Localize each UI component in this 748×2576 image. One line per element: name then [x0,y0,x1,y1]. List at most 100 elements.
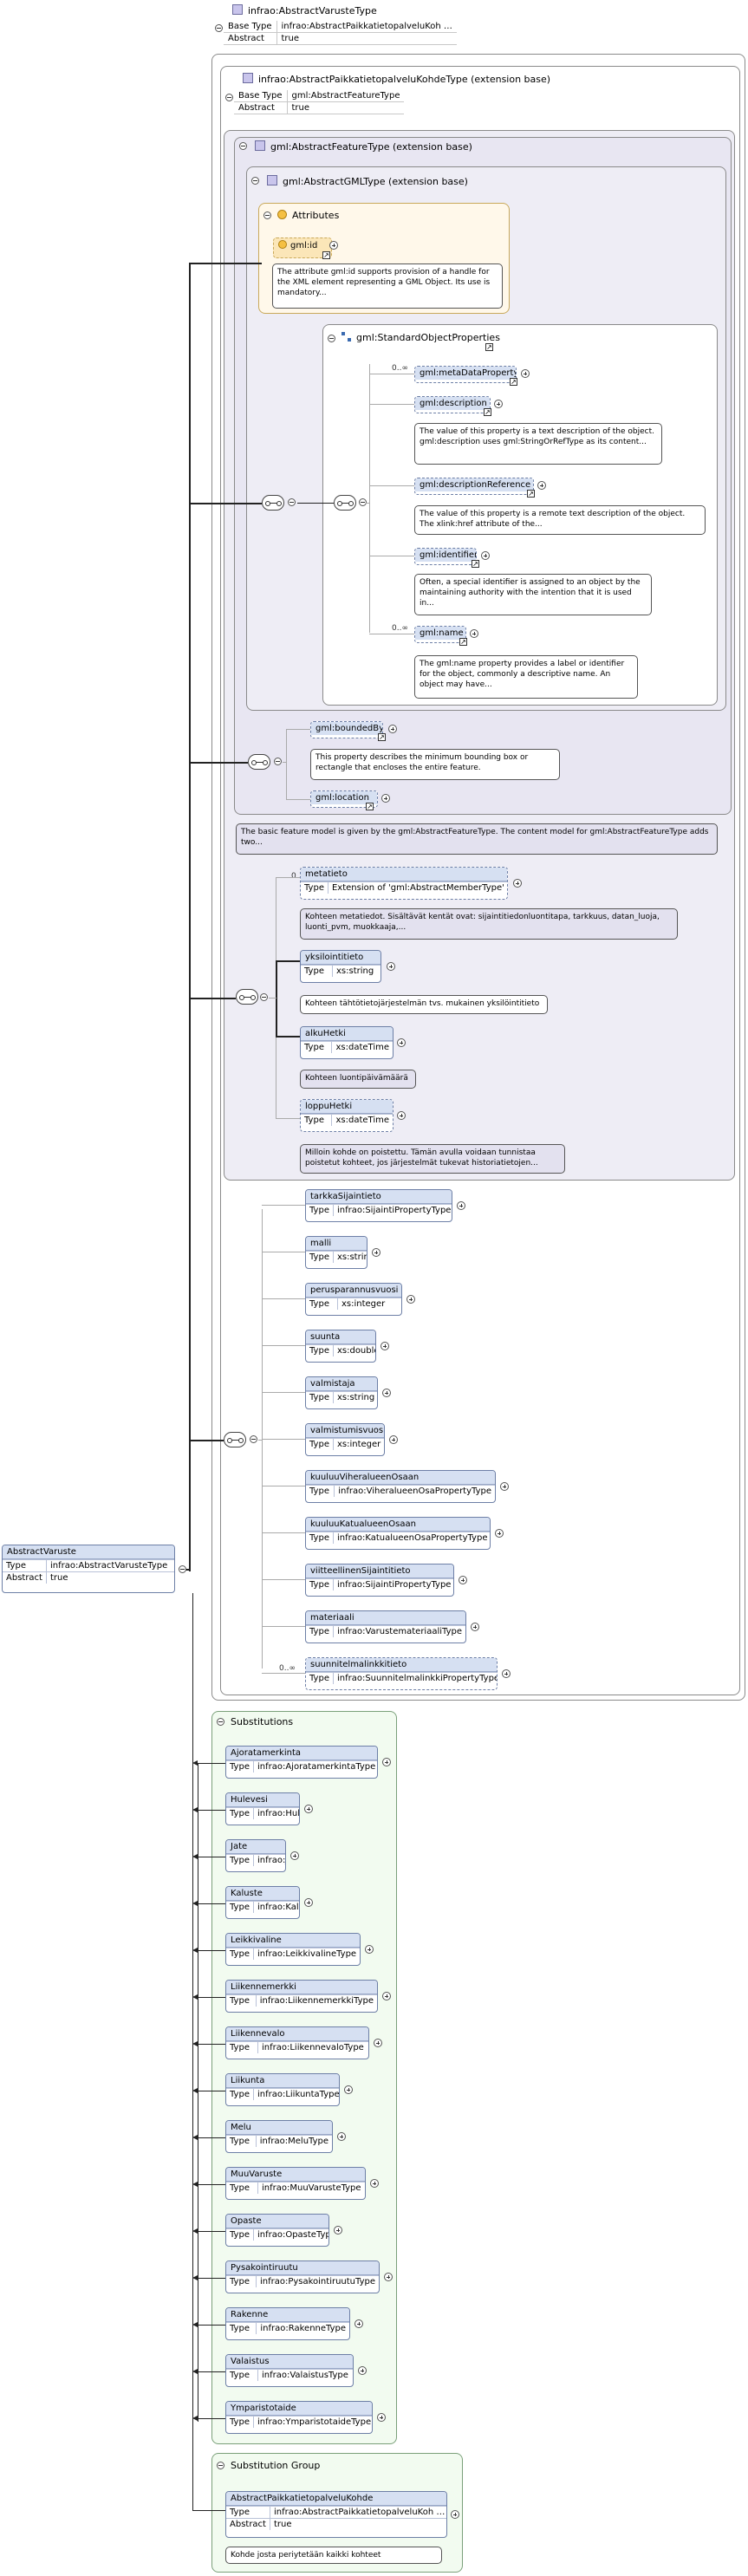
collapse-toggle[interactable] [359,498,367,506]
expand-toggle[interactable] [304,1898,313,1907]
expand-toggle[interactable] [494,400,503,408]
expand-toggle[interactable] [397,1111,406,1120]
expand-toggle[interactable] [451,2510,459,2519]
collapse-toggle[interactable] [250,1435,257,1443]
expand-toggle[interactable] [502,1669,511,1678]
expand-toggle[interactable] [382,1389,391,1397]
sop-item-name[interactable]: gml:name [414,626,466,643]
collapse-toggle[interactable] [225,94,233,101]
collapse-toggle[interactable] [215,24,223,32]
expand-toggle[interactable] [457,1201,465,1210]
sop-item-descriptionreference[interactable]: gml:descriptionReference [414,478,534,495]
gml-id-attribute[interactable]: gml:id [273,237,332,258]
expand-toggle[interactable] [329,241,338,250]
expand-toggle[interactable] [372,1248,381,1257]
sop-item-description[interactable]: gml:description [414,396,491,413]
expand-toggle[interactable] [337,2132,346,2141]
expand-toggle[interactable] [513,879,522,888]
collapse-toggle[interactable] [328,335,335,342]
expand-toggle[interactable] [381,794,390,803]
link-icon[interactable]: ↗ [366,803,374,810]
expand-toggle[interactable] [389,1435,398,1444]
expand-toggle[interactable] [382,1758,391,1766]
collapse-toggle[interactable] [260,993,268,1001]
expand-toggle[interactable] [358,2366,367,2375]
expand-toggle[interactable] [387,962,395,971]
sop-item-identifier[interactable]: gml:identifier [414,548,477,565]
expand-toggle[interactable] [471,1623,479,1631]
expand-toggle[interactable] [397,1038,406,1047]
collapse-toggle[interactable] [274,758,282,765]
expand-toggle[interactable] [481,551,490,560]
expand-toggle[interactable] [354,2319,363,2328]
link-icon[interactable]: ↗ [378,733,386,741]
expand-toggle[interactable] [521,369,530,378]
link-icon[interactable]: ↗ [322,251,330,259]
expand-toggle[interactable] [381,1342,389,1350]
expand-toggle[interactable] [374,2039,382,2047]
expand-toggle[interactable] [377,2413,386,2422]
expand-toggle[interactable] [459,1576,467,1584]
link-icon[interactable]: ↗ [527,490,535,498]
collapse-toggle[interactable] [251,177,259,185]
expand-toggle[interactable] [344,2085,353,2094]
expand-toggle[interactable] [388,725,397,733]
gml-boundedby[interactable]: gml:boundedBy [310,721,383,738]
expand-toggle[interactable] [304,1805,313,1813]
expand-toggle[interactable] [537,481,546,490]
expand-toggle[interactable] [500,1482,509,1491]
expand-toggle[interactable] [470,629,478,638]
collapse-toggle[interactable] [288,498,296,506]
sop-item-metadataproperty[interactable]: gml:metaDataProperty [414,366,517,383]
collapse-toggle[interactable] [217,1718,224,1726]
expand-toggle[interactable] [370,2179,379,2188]
collapse-toggle[interactable] [217,2462,224,2469]
expand-toggle[interactable] [290,1851,299,1860]
collapse-toggle[interactable] [179,1565,186,1573]
link-icon[interactable]: ↗ [510,378,517,386]
expand-toggle[interactable] [334,2226,342,2234]
expand-toggle[interactable] [382,1992,391,2000]
expand-toggle[interactable] [407,1295,415,1304]
gml-location[interactable]: gml:location [310,790,378,808]
expand-toggle[interactable] [365,1945,374,1954]
collapse-toggle[interactable] [239,142,247,150]
collapse-toggle[interactable] [263,211,271,219]
expand-toggle[interactable] [495,1529,504,1538]
link-icon[interactable]: ↗ [485,343,493,351]
link-icon[interactable]: ↗ [459,638,467,646]
link-icon[interactable]: ↗ [484,408,491,416]
